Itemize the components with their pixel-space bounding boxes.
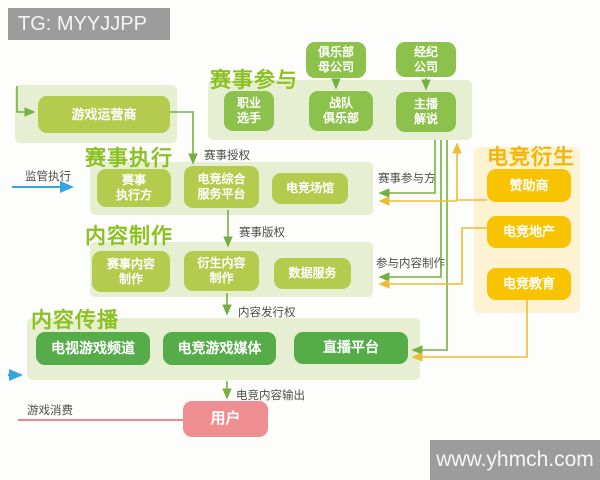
node-esports-venue[interactable]: 电竞场馆 xyxy=(272,173,348,204)
production-title: 内容制作 xyxy=(85,225,173,248)
node-streamer-caster[interactable]: 主播 解说 xyxy=(396,92,456,132)
derivatives-title: 电竞衍生 xyxy=(487,146,575,169)
participation-title: 赛事参与 xyxy=(210,69,298,92)
node-club-parent[interactable]: 俱乐部 母公司 xyxy=(306,42,366,78)
label-join-production: 参与内容制作 xyxy=(376,258,445,270)
label-game-consumption: 游戏消费 xyxy=(27,405,73,417)
label-content-rights: 内容发行权 xyxy=(238,307,296,319)
node-esports-service-platform[interactable]: 电竞综合 服务平台 xyxy=(184,166,259,208)
execution-title: 赛事执行 xyxy=(85,147,173,170)
watermark-top: TG: MYYJJPP xyxy=(8,8,170,40)
label-event-copyright: 赛事版权 xyxy=(239,227,285,239)
distribution-title: 内容传播 xyxy=(31,309,119,332)
node-live-streaming-platform[interactable]: 直播平台 xyxy=(294,332,408,364)
watermark-bottom: www.yhmch.com xyxy=(430,440,600,480)
node-esports-real-estate[interactable]: 电竞地产 xyxy=(487,216,571,248)
label-regulation: 监管执行 xyxy=(25,171,71,183)
label-event-license: 赛事授权 xyxy=(204,150,250,162)
node-sponsor[interactable]: 赞助商 xyxy=(487,169,571,202)
node-esports-education[interactable]: 电竞教育 xyxy=(487,268,571,300)
node-agency[interactable]: 经纪 公司 xyxy=(396,42,456,77)
node-pro-player[interactable]: 职业 选手 xyxy=(224,91,274,131)
node-event-executor[interactable]: 赛事 执行方 xyxy=(97,169,171,207)
node-derivative-content-production[interactable]: 衍生内容 制作 xyxy=(184,251,259,291)
node-game-operator[interactable]: 游戏运营商 xyxy=(38,96,170,133)
node-event-content-production[interactable]: 赛事内容 制作 xyxy=(92,251,170,292)
node-team-club[interactable]: 战队 俱乐部 xyxy=(309,91,373,131)
node-user[interactable]: 用户 xyxy=(183,401,268,437)
label-content-output: 电竞内容输出 xyxy=(236,390,305,402)
node-esports-game-media[interactable]: 电竞游戏媒体 xyxy=(163,332,276,365)
label-event-participant: 赛事参与方 xyxy=(378,173,436,185)
node-data-service[interactable]: 数据服务 xyxy=(274,258,351,289)
node-tv-game-channel[interactable]: 电视游戏频道 xyxy=(36,332,150,365)
